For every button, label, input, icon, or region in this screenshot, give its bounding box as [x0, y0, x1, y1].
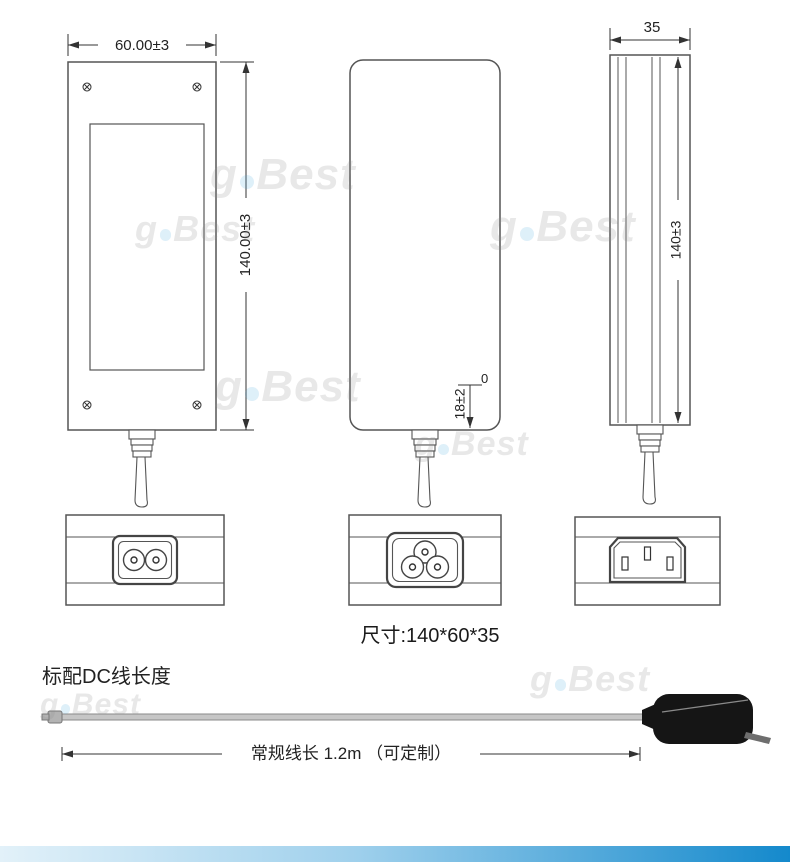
front-height-dimension: 140.00±3	[220, 61, 255, 431]
footer-accent-bar	[0, 846, 790, 862]
dc-length-section-title: 标配DC线长度	[42, 666, 171, 688]
back-view: 0 18±2	[349, 59, 501, 508]
back-case-outline	[349, 59, 501, 431]
side-view: 35 140±3	[609, 19, 691, 505]
front-width-dim-text: 60.00±3	[115, 37, 169, 54]
back-dim-zero-text: 0	[481, 371, 488, 386]
side-seam-lines	[617, 57, 661, 423]
front-label-area	[89, 123, 205, 371]
side-height-dim-text: 140±3	[668, 220, 684, 259]
inlet-view-c6	[348, 514, 502, 606]
dc-plug-tip	[47, 710, 63, 724]
power-adapter-plug	[642, 694, 771, 744]
front-view: 60.00±3 140.00±3	[67, 34, 255, 508]
cable-length-text: 常规线长 1.2m （可定制）	[251, 744, 451, 763]
dc-cable-line	[57, 713, 656, 721]
dc-cable-drawing: 常规线长 1.2m （可定制）	[41, 694, 771, 765]
side-height-dimension: 140±3	[667, 57, 687, 423]
size-label: 尺寸:140*60*35	[360, 625, 500, 647]
front-width-dimension: 60.00±3	[67, 34, 217, 56]
dc-cable-svg: 常规线长 1.2m （可定制）	[41, 694, 771, 765]
corner-screw-icon	[82, 82, 202, 410]
plug-prong	[744, 732, 771, 744]
front-height-dim-text: 140.00±3	[237, 214, 254, 276]
back-cable	[411, 429, 439, 508]
side-cable	[636, 424, 664, 505]
technical-drawing-svg: 60.00±3 140.00±3	[65, 19, 721, 606]
back-dimension: 0 18±2	[452, 371, 488, 428]
inlet-view-c14	[574, 516, 721, 606]
cable-length-dimension: 常规线长 1.2m （可定制）	[61, 742, 641, 765]
inlet-view-c8	[65, 514, 225, 606]
front-cable	[128, 429, 156, 508]
back-dim-text: 18±2	[452, 388, 468, 419]
side-width-dim-text: 35	[644, 19, 661, 36]
side-width-dimension: 35	[609, 19, 691, 50]
